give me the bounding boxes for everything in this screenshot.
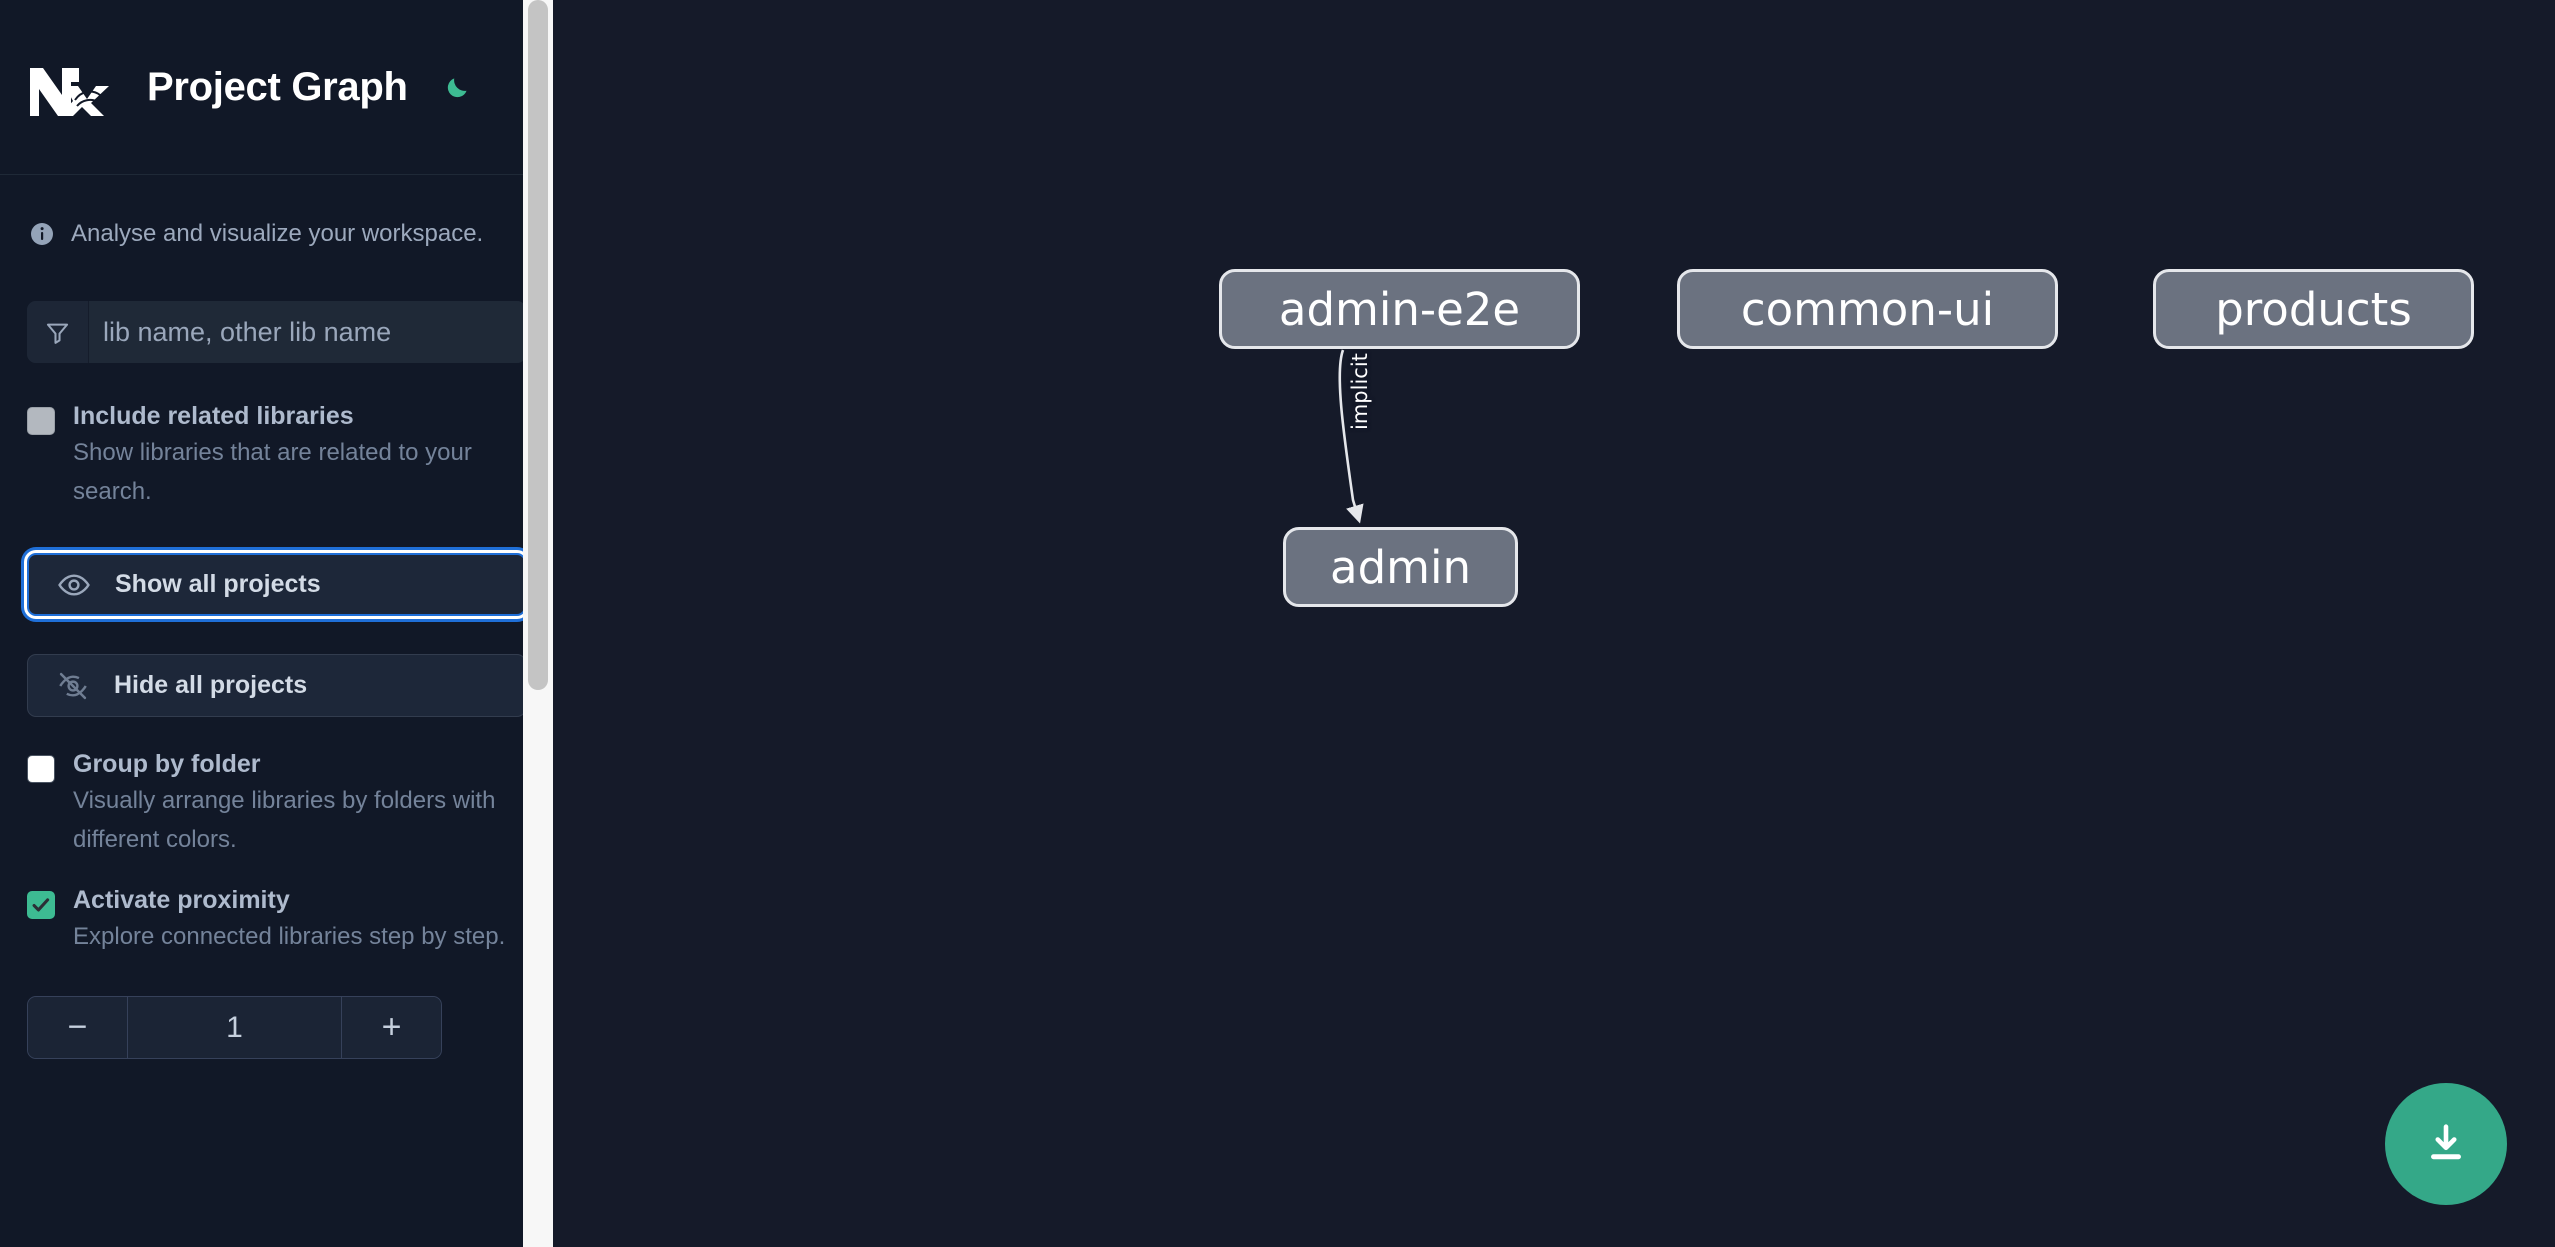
hide-all-projects-label: Hide all projects — [114, 671, 308, 699]
activate-proximity-checkbox[interactable] — [27, 891, 55, 919]
search-input[interactable] — [89, 301, 526, 363]
sidebar-body: Include related libraries Show libraries… — [0, 301, 553, 1059]
eye-icon — [57, 568, 91, 602]
search-field[interactable] — [27, 301, 526, 363]
download-icon — [2423, 1120, 2469, 1169]
activate-proximity-desc: Explore connected libraries step by step… — [73, 923, 506, 950]
include-related-libraries-label: Include related libraries — [73, 402, 354, 430]
graph-canvas[interactable]: implicit implicit admin-e2e common-ui pr… — [553, 0, 2555, 1247]
edge-label-admin-implicit: implicit — [1348, 353, 1372, 430]
info-icon — [30, 222, 54, 246]
eye-off-icon — [56, 669, 90, 703]
stepper-increment-button[interactable]: + — [341, 997, 441, 1058]
graph-node-common-ui[interactable]: common-ui — [1677, 269, 2058, 349]
option-include-related-libraries[interactable]: Include related libraries Show libraries… — [27, 399, 526, 511]
group-by-folder-label: Group by folder — [73, 750, 261, 778]
moon-icon[interactable] — [438, 67, 478, 107]
sidebar-scrollbar[interactable] — [523, 0, 553, 1247]
graph-edges — [1338, 349, 1364, 524]
workspace-note-text: Analyse and visualize your workspace. — [71, 220, 484, 247]
proximity-stepper[interactable]: − 1 + — [27, 996, 442, 1059]
sidebar-scrollbar-thumb[interactable] — [528, 0, 548, 690]
download-button[interactable] — [2385, 1083, 2507, 1205]
show-all-projects-label: Show all projects — [115, 570, 321, 598]
show-all-projects-button[interactable]: Show all projects — [27, 553, 526, 616]
hide-all-projects-button[interactable]: Hide all projects — [27, 654, 526, 717]
sidebar: Project Graph Analyse and visualize your… — [0, 0, 553, 1247]
sidebar-header: Project Graph — [0, 0, 553, 175]
activate-proximity-label: Activate proximity — [73, 886, 290, 914]
filter-icon — [27, 301, 89, 363]
page-title: Project Graph — [147, 64, 408, 109]
stepper-value: 1 — [128, 997, 341, 1058]
graph-node-admin-e2e[interactable]: admin-e2e — [1219, 269, 1580, 349]
option-activate-proximity[interactable]: Activate proximity Explore connected lib… — [27, 883, 526, 956]
group-by-folder-desc: Visually arrange libraries by folders wi… — [73, 787, 496, 853]
include-related-libraries-desc: Show libraries that are related to your … — [73, 439, 472, 505]
nx-logo-icon — [27, 56, 111, 118]
stepper-decrement-button[interactable]: − — [28, 997, 128, 1058]
include-related-libraries-checkbox[interactable] — [27, 407, 55, 435]
graph-node-products[interactable]: products — [2153, 269, 2474, 349]
option-group-by-folder[interactable]: Group by folder Visually arrange librari… — [27, 747, 526, 859]
graph-node-admin[interactable]: admin — [1283, 527, 1518, 607]
workspace-note: Analyse and visualize your workspace. — [0, 175, 553, 257]
group-by-folder-checkbox[interactable] — [27, 755, 55, 783]
